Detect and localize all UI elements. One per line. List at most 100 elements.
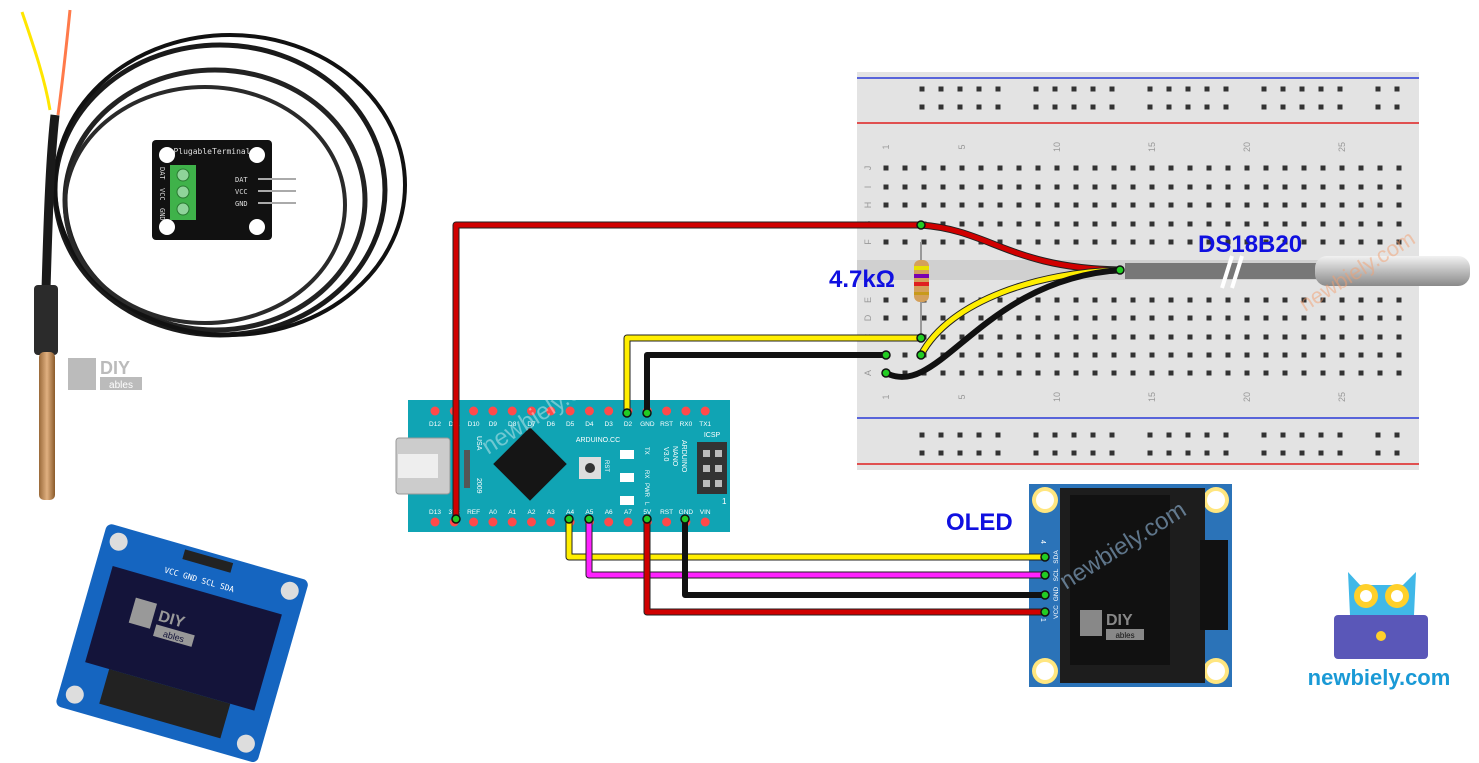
breadboard-hole	[1035, 352, 1041, 358]
oled-pin-label: VCC	[1053, 605, 1060, 619]
nano-top-pin-label: D9	[489, 421, 498, 428]
rail-hole	[1261, 450, 1267, 456]
rail-hole	[1166, 432, 1172, 438]
rail-hole	[1147, 432, 1153, 438]
breadboard-hole	[1130, 239, 1136, 245]
breadboard-hole	[1149, 165, 1155, 171]
breadboard-hole	[1301, 297, 1307, 303]
breadboard-col-number: 20	[1242, 142, 1252, 152]
breadboard-hole	[1339, 239, 1345, 245]
rail-hole	[938, 86, 944, 92]
breadboard-hole	[902, 315, 908, 321]
breadboard-hole	[1396, 315, 1402, 321]
breadboard-row-letter: I	[863, 186, 873, 189]
rail-hole	[957, 86, 963, 92]
breadboard-hole	[1263, 315, 1269, 321]
nano-pin	[700, 517, 710, 527]
svg-text:TX: TX	[643, 447, 649, 455]
nano-icsp-num: 1	[722, 497, 727, 506]
breadboard-hole	[1339, 352, 1345, 358]
breadboard-hole	[1092, 184, 1098, 190]
breadboard-hole	[1320, 315, 1326, 321]
rail-hole	[1090, 104, 1096, 110]
breadboard-hole	[1301, 165, 1307, 171]
breadboard-hole	[978, 202, 984, 208]
rail-hole	[1109, 450, 1115, 456]
breadboard-hole	[1168, 352, 1174, 358]
breadboard-hole	[883, 239, 889, 245]
breadboard-hole	[1149, 352, 1155, 358]
breadboard-hole	[902, 202, 908, 208]
icsp-pin	[703, 480, 710, 487]
breadboard-hole	[1377, 184, 1383, 190]
rail-hole	[1318, 432, 1324, 438]
breadboard-hole	[1092, 297, 1098, 303]
breadboard-hole	[1149, 315, 1155, 321]
rail-hole	[938, 104, 944, 110]
breadboard-hole	[1035, 221, 1041, 227]
breadboard-hole	[1073, 221, 1079, 227]
nano-top-pin-label: D7	[527, 421, 536, 428]
breadboard-hole	[959, 315, 965, 321]
rail-hole	[1261, 104, 1267, 110]
breadboard-hole	[978, 370, 984, 376]
breadboard-hole	[1320, 297, 1326, 303]
svg-text:PWR: PWR	[643, 483, 649, 498]
rail-hole	[1299, 86, 1305, 92]
breadboard-hole	[1206, 165, 1212, 171]
breadboard-hole	[883, 184, 889, 190]
rail-hole	[1071, 104, 1077, 110]
breadboard-hole	[1206, 221, 1212, 227]
breadboard-hole	[1358, 334, 1364, 340]
diyables-logo-probe: DIY ables	[68, 358, 142, 391]
breadboard-hole	[1377, 315, 1383, 321]
breadboard-hole	[1358, 184, 1364, 190]
breadboard-hole	[1111, 202, 1117, 208]
breadboard-hole	[1187, 184, 1193, 190]
nano-bottom-pin-label: REF	[467, 509, 480, 516]
rail-hole	[1299, 104, 1305, 110]
breadboard-hole	[1054, 370, 1060, 376]
nano-pin	[662, 406, 672, 416]
breadboard-hole	[1206, 334, 1212, 340]
breadboard-hole	[997, 370, 1003, 376]
breadboard-hole	[1263, 334, 1269, 340]
breadboard-hole	[1111, 221, 1117, 227]
breadboard-hole	[1149, 184, 1155, 190]
breadboard-hole	[1301, 202, 1307, 208]
rail-hole	[957, 432, 963, 438]
rail-hole	[1147, 104, 1153, 110]
breadboard-hole	[1016, 202, 1022, 208]
rail-hole	[957, 104, 963, 110]
nano-usa: USA	[475, 436, 482, 451]
rail-hole	[1166, 86, 1172, 92]
breadboard-col-number: 15	[1147, 392, 1157, 402]
rail-hole	[1185, 450, 1191, 456]
breadboard-hole	[1377, 297, 1383, 303]
breadboard-hole	[1358, 202, 1364, 208]
rail-hole	[957, 450, 963, 456]
breadboard-hole	[1092, 239, 1098, 245]
nano-pin	[527, 406, 536, 416]
terminal-pin-right-vcc: VCC	[235, 188, 248, 196]
breadboard-hole	[1301, 370, 1307, 376]
breadboard-hole	[1396, 221, 1402, 227]
rail-hole	[1261, 432, 1267, 438]
breadboard-hole	[1035, 202, 1041, 208]
breadboard-hole	[1054, 165, 1060, 171]
breadboard-hole	[1263, 352, 1269, 358]
nano-bottom-pin-label: A6	[605, 509, 613, 516]
rail-hole	[1071, 86, 1077, 92]
rail-hole	[1394, 432, 1400, 438]
breadboard-hole	[1187, 221, 1193, 227]
rail-hole	[1185, 432, 1191, 438]
nano-pin	[662, 517, 672, 527]
breadboard-hole	[1092, 334, 1098, 340]
nano-top-pin-label: RST	[660, 421, 673, 428]
breadboard-hole	[1225, 165, 1231, 171]
nano-pin	[700, 406, 710, 416]
ds18b20-probe-photo	[20, 9, 407, 500]
breadboard-hole	[1073, 165, 1079, 171]
breadboard-hole	[1054, 334, 1060, 340]
breadboard-hole	[940, 221, 946, 227]
